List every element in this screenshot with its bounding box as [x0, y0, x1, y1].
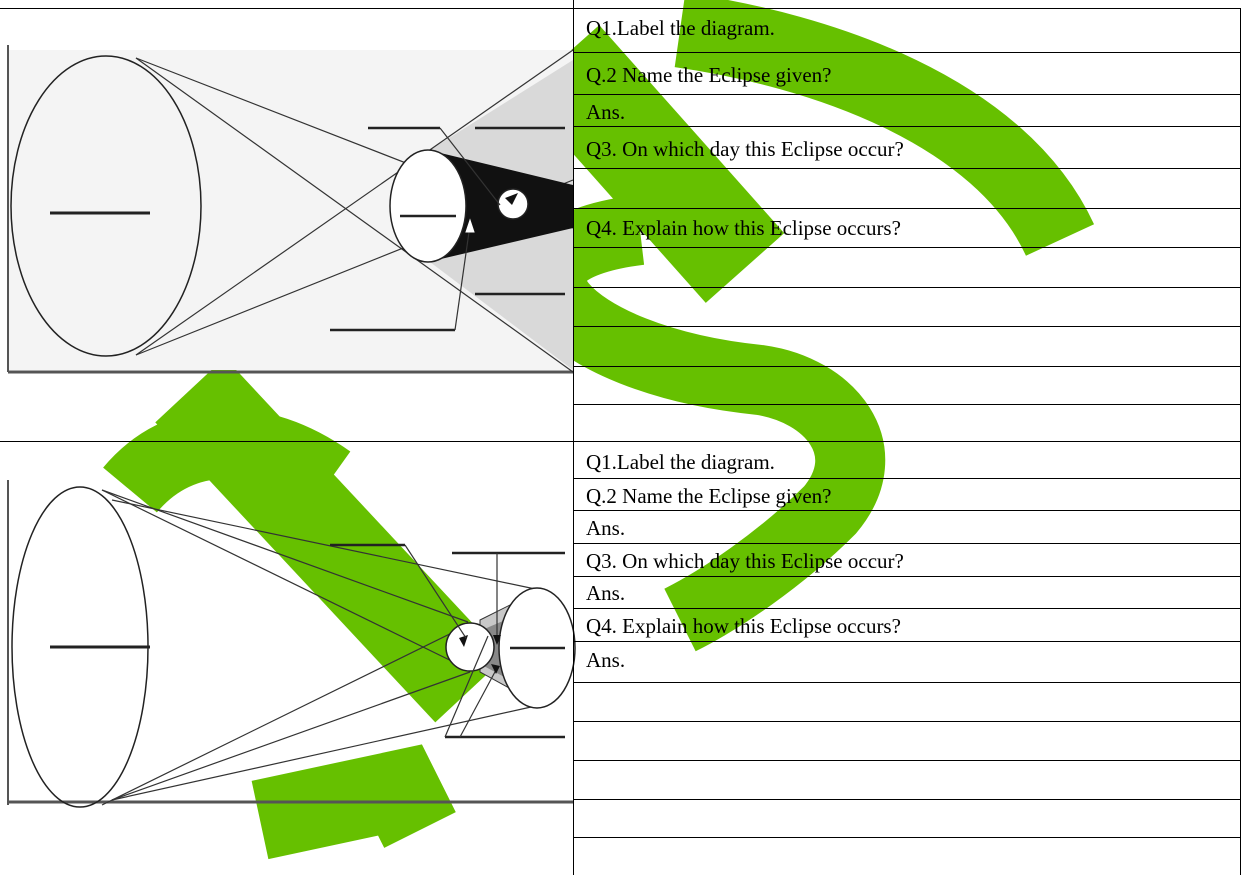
row-line: [573, 404, 1241, 405]
answer-label: Ans.: [586, 581, 625, 605]
row-line: [573, 247, 1241, 248]
ray-bottom-1: [112, 672, 470, 800]
table-right-border: [1240, 8, 1241, 443]
row-line: [573, 760, 1241, 761]
earth-circle: [446, 623, 494, 671]
row-line: [573, 52, 1241, 53]
row-line: [573, 478, 1241, 479]
table-right-border-lower: [1240, 443, 1241, 875]
question-explain: Q4. Explain how this Eclipse occurs?: [586, 614, 901, 638]
row-line: [573, 608, 1241, 609]
row-line: [573, 837, 1241, 838]
question-name-eclipse: Q.2 Name the Eclipse given?: [586, 484, 832, 508]
ray-bottom-3: [102, 625, 468, 805]
question-label-diagram: Q1.Label the diagram.: [586, 450, 775, 474]
question-label-diagram: Q1.Label the diagram.: [586, 16, 775, 40]
row-line: [573, 721, 1241, 722]
answer-label: Ans.: [586, 648, 625, 672]
ray-top-2: [102, 490, 470, 670]
question-explain: Q4. Explain how this Eclipse occurs?: [586, 216, 901, 240]
question-which-day: Q3. On which day this Eclipse occur?: [586, 137, 904, 161]
ray-bottom-2: [112, 705, 540, 800]
row-line: [573, 326, 1241, 327]
row-line: [573, 366, 1241, 367]
pointer-bottom-b: [460, 670, 496, 737]
row-line: [573, 287, 1241, 288]
row-line: [573, 799, 1241, 800]
earth-circle: [498, 189, 528, 219]
row-line: [573, 168, 1241, 169]
question-which-day: Q3. On which day this Eclipse occur?: [586, 549, 904, 573]
row-line: [573, 208, 1241, 209]
row-line: [573, 641, 1241, 642]
answer-label: Ans.: [586, 100, 625, 124]
table-top-border: [0, 8, 1240, 9]
lunar-eclipse-diagram: [0, 440, 578, 870]
row-line: [573, 126, 1241, 127]
column-divider: [573, 0, 574, 875]
worksheet-separator: [0, 441, 1241, 442]
ray-top-3: [112, 500, 540, 590]
solar-eclipse-diagram: [0, 0, 578, 440]
pointer-top: [405, 545, 466, 638]
moon-circle: [390, 150, 466, 262]
answer-label: Ans.: [586, 516, 625, 540]
row-line: [573, 576, 1241, 577]
row-line: [573, 682, 1241, 683]
row-line: [573, 543, 1241, 544]
row-line: [573, 510, 1241, 511]
row-line: [573, 94, 1241, 95]
question-name-eclipse: Q.2 Name the Eclipse given?: [586, 63, 832, 87]
